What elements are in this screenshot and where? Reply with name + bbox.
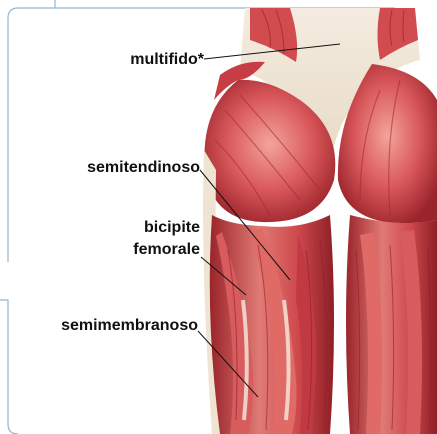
- label-bicipite: bicipite: [100, 218, 200, 237]
- label-femorale: femorale: [100, 240, 200, 259]
- frame-left-border: [8, 0, 55, 262]
- label-multifido: multifido*: [88, 50, 204, 69]
- label-semitendinoso: semitendinoso: [40, 158, 200, 177]
- left-thigh: [210, 215, 334, 434]
- frame-left-lower-border: [0, 300, 18, 434]
- right-thigh: [346, 215, 437, 434]
- label-semimembranoso: semimembranoso: [20, 316, 198, 335]
